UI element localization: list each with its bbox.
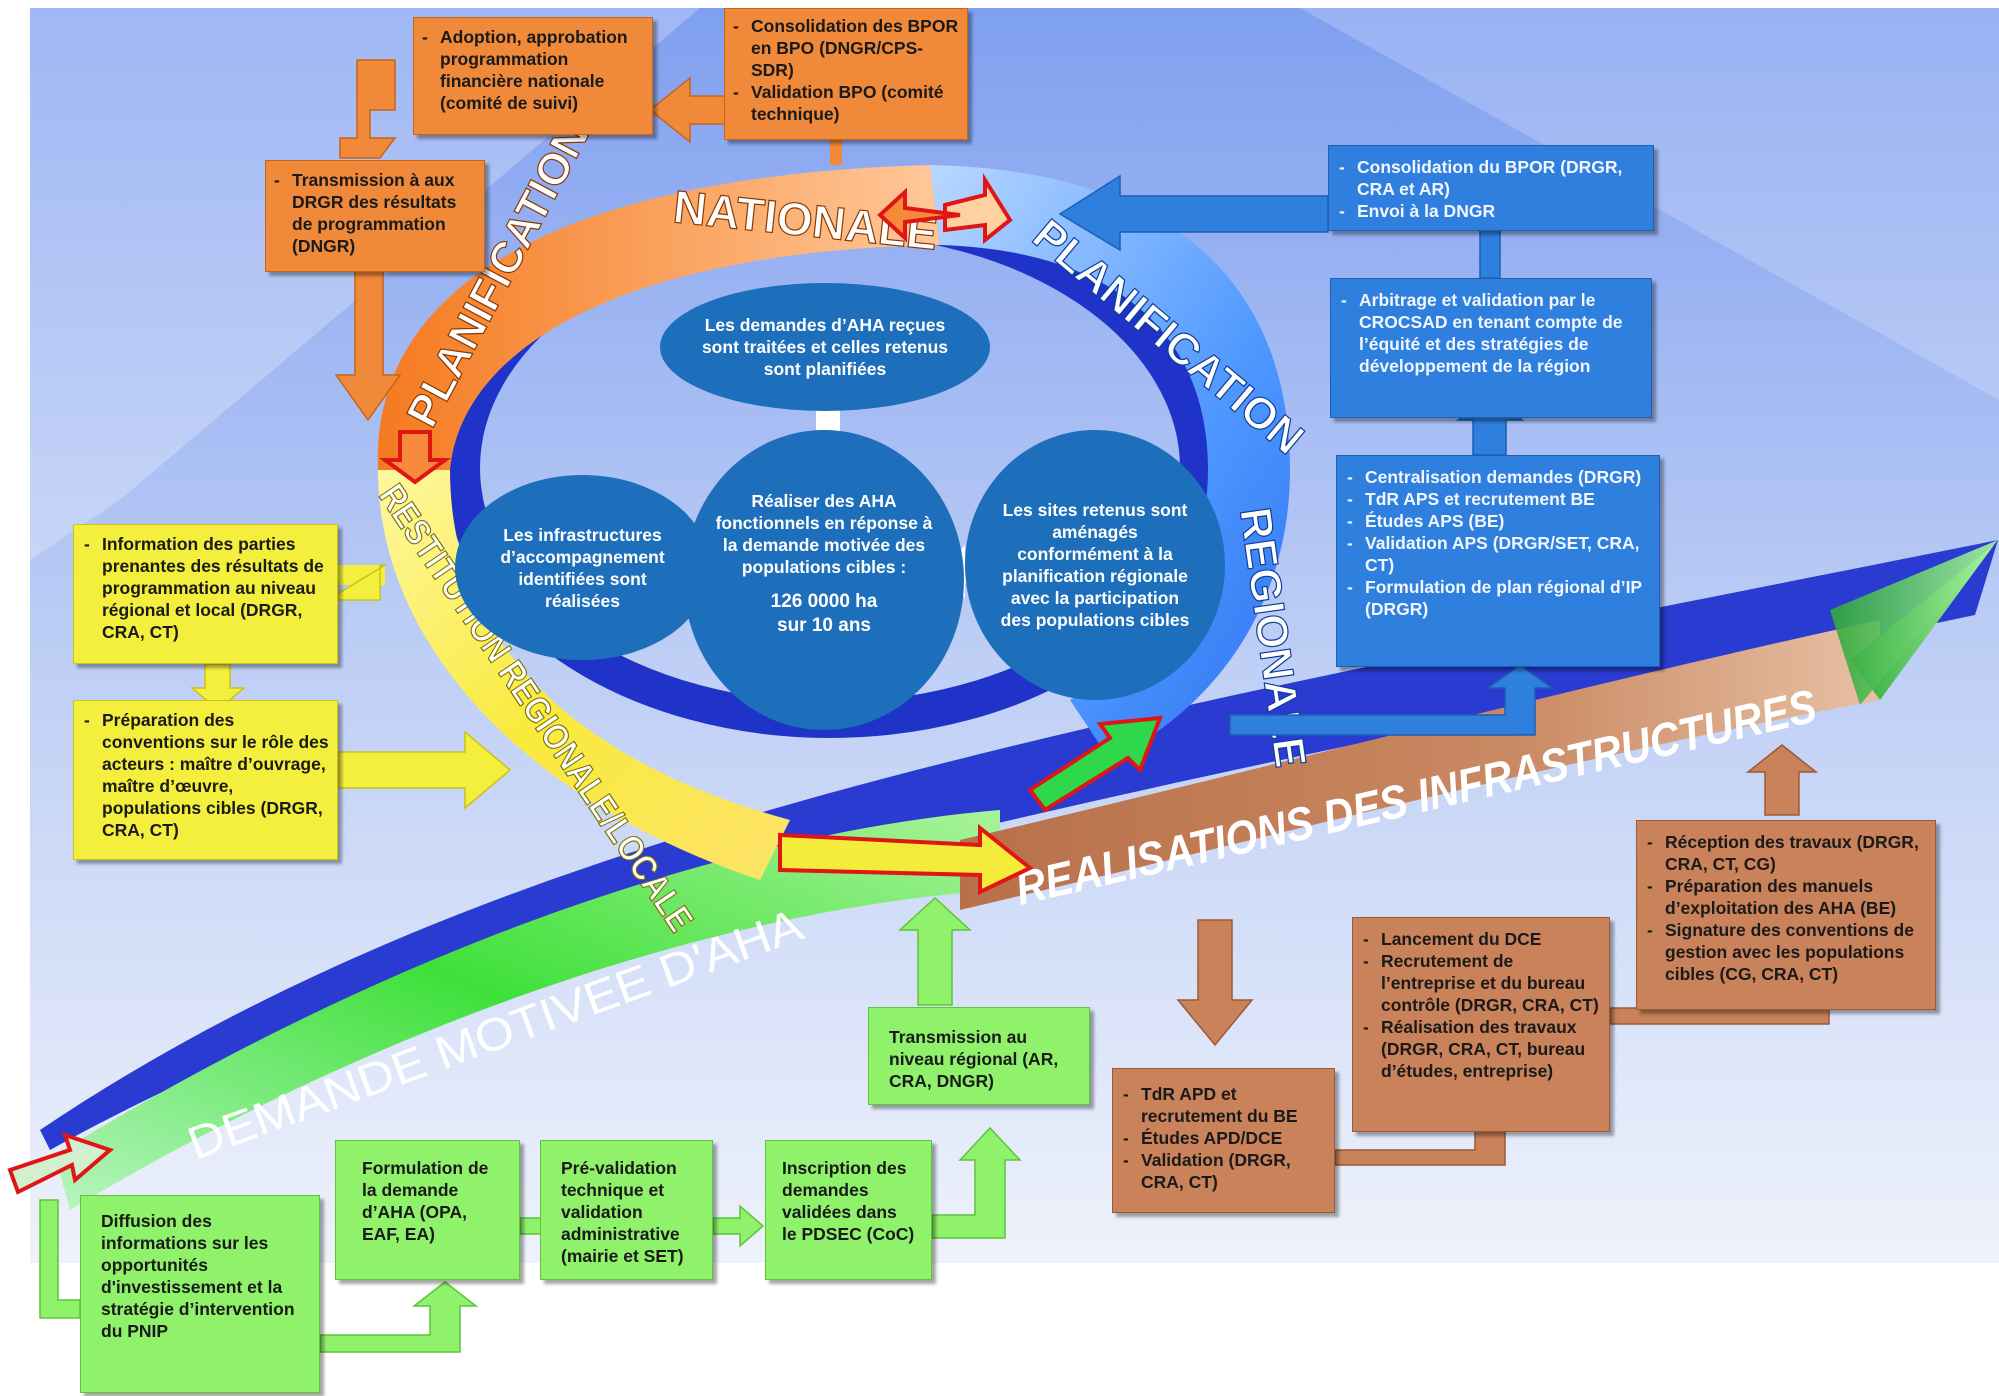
box-adoption-item: Adoption, approbation programmation fina… xyxy=(420,26,646,114)
box-lancement-item-2: Recrutement de l’entreprise et du bureau… xyxy=(1361,950,1601,1016)
restitution-band xyxy=(378,470,790,880)
box-tdr-apd-item-1: TdR APD et recrutement du BE xyxy=(1121,1083,1326,1127)
connector-inscription-up xyxy=(931,1126,1022,1239)
box-inscription-text: Inscription des demandes validées dans l… xyxy=(782,1158,915,1244)
box-tdr-apd-item-2: Études APD/DCE xyxy=(1121,1127,1326,1149)
connector-bpor-to-dngr xyxy=(1058,174,1329,252)
center-ellipse-right: Les sites retenus sont aménagés conformé… xyxy=(965,430,1225,700)
box-diffusion: Diffusion des informations sur les oppor… xyxy=(80,1195,320,1393)
box-diffusion-text: Diffusion des informations sur les oppor… xyxy=(101,1211,295,1341)
box-preparation-item: Préparation des conventions sur le rôle … xyxy=(82,709,329,841)
box-centralisation-item-1: Centralisation demandes (DRGR) xyxy=(1345,466,1651,488)
box-lancement-item-1: Lancement du DCE xyxy=(1361,928,1601,950)
box-prevalidation: Pré-validation technique et validation a… xyxy=(540,1140,713,1280)
box-consolidation-bpo-item-2: Validation BPO (comité technique) xyxy=(731,81,961,125)
box-preparation: Préparation des conventions sur le rôle … xyxy=(73,700,338,860)
connector-prevalidation-to-inscription xyxy=(712,1204,765,1248)
box-formulation: Formulation de la demande d’AHA (OPA, EA… xyxy=(335,1140,520,1280)
box-centralisation-item-3: Études APS (BE) xyxy=(1345,510,1651,532)
box-lancement: Lancement du DCE Recrutement de l’entrep… xyxy=(1352,917,1610,1132)
connector-info-to-prep xyxy=(189,663,247,711)
realisations-band xyxy=(960,620,1880,910)
box-consolidation-bpor-item-1: Consolidation du BPOR (DRGR, CRA et AR) xyxy=(1337,156,1645,200)
box-reception-item-3: Signature des conventions de gestion ave… xyxy=(1645,919,1927,985)
box-transmission-regional-text: Transmission au niveau régional (AR, CRA… xyxy=(889,1027,1059,1091)
box-information-item: Information des parties prenantes des ré… xyxy=(82,533,329,643)
box-arbitrage-item: Arbitrage et validation par le CROCSAD e… xyxy=(1339,289,1643,377)
center-objective-text: Réaliser des AHA fonctionnels en réponse… xyxy=(715,491,933,577)
arrow-restitution-to-realisations xyxy=(778,823,1034,896)
connector-realisations-down xyxy=(1176,919,1254,1047)
center-objective-circle: Réaliser des AHA fonctionnels en réponse… xyxy=(684,430,964,730)
box-centralisation-item-2: TdR APS et recrutement BE xyxy=(1345,488,1651,510)
connector-regionale-to-centralisation xyxy=(1229,664,1555,736)
box-tdr-apd-item-3: Validation (DRGR, CRA, CT) xyxy=(1121,1149,1326,1193)
arrow-down-restitution xyxy=(378,430,452,485)
connector-prep-right xyxy=(337,730,512,810)
box-lancement-item-3: Réalisation des travaux (DRGR, CRA, CT, … xyxy=(1361,1016,1601,1082)
box-adoption: Adoption, approbation programmation fina… xyxy=(413,17,653,135)
center-ellipse-left-text: Les infrastructures d’accompagnement ide… xyxy=(500,524,665,611)
box-centralisation-item-4: Validation APS (DRGR/SET, CRA, CT) xyxy=(1345,532,1651,576)
arrow-nationale-west xyxy=(877,187,961,243)
center-ellipse-left: Les infrastructures d’accompagnement ide… xyxy=(455,475,710,660)
arrow-into-regionale xyxy=(1027,715,1164,813)
box-centralisation-item-5: Formulation de plan régional d’IP (DRGR) xyxy=(1345,576,1651,620)
connector-transmission-down xyxy=(334,259,402,422)
box-arbitrage: Arbitrage et validation par le CROCSAD e… xyxy=(1330,278,1652,418)
box-transmission-regional: Transmission au niveau régional (AR, CRA… xyxy=(868,1007,1090,1105)
demande-band xyxy=(55,810,1000,1210)
box-consolidation-bpo-item-1: Consolidation des BPOR en BPO (DNGR/CPS-… xyxy=(731,15,961,81)
box-reception-item-1: Réception des travaux (DRGR, CRA, CT, CG… xyxy=(1645,831,1927,875)
arrow-into-nationale xyxy=(943,173,1013,245)
box-consolidation-bpor: Consolidation du BPOR (DRGR, CRA et AR) … xyxy=(1328,145,1654,231)
box-tdr-apd: TdR APD et recrutement du BE Études APD/… xyxy=(1112,1068,1335,1213)
box-transmission-drgr-item: Transmission à aux DRGR des résultats de… xyxy=(272,169,478,257)
box-formulation-text: Formulation de la demande d’AHA (OPA, EA… xyxy=(362,1158,489,1244)
center-target-duration: sur 10 ans xyxy=(777,615,871,636)
center-ellipse-top-text: Les demandes d’AHA reçues sont traitées … xyxy=(701,315,949,379)
box-centralisation: Centralisation demandes (DRGR) TdR APS e… xyxy=(1336,455,1660,667)
planification-nationale-band xyxy=(377,165,940,470)
connector-adoption-to-transmission xyxy=(339,59,397,159)
connector-diffusion-to-formulation xyxy=(319,1281,479,1353)
box-transmission-drgr: Transmission à aux DRGR des résultats de… xyxy=(265,160,485,272)
box-inscription: Inscription des demandes validées dans l… xyxy=(765,1140,932,1280)
box-reception-item-2: Préparation des manuels d’exploitation d… xyxy=(1645,875,1927,919)
center-ellipse-top: Les demandes d’AHA reçues sont traitées … xyxy=(660,283,990,411)
connector-reception-up xyxy=(1745,744,1819,816)
box-prevalidation-text: Pré-validation technique et validation a… xyxy=(561,1158,684,1266)
center-ellipse-right-text: Les sites retenus sont aménagés conformé… xyxy=(1000,500,1190,630)
box-reception: Réception des travaux (DRGR, CRA, CT, CG… xyxy=(1636,820,1936,1010)
center-target-area: 126 0000 ha xyxy=(770,591,878,612)
box-information: Information des parties prenantes des ré… xyxy=(73,524,338,664)
arrow-start xyxy=(7,1131,114,1195)
box-consolidation-bpo: Consolidation des BPOR en BPO (DNGR/CPS-… xyxy=(724,8,968,140)
connector-transmission-up xyxy=(898,896,972,1006)
box-consolidation-bpor-item-2: Envoi à la DNGR xyxy=(1337,200,1645,222)
